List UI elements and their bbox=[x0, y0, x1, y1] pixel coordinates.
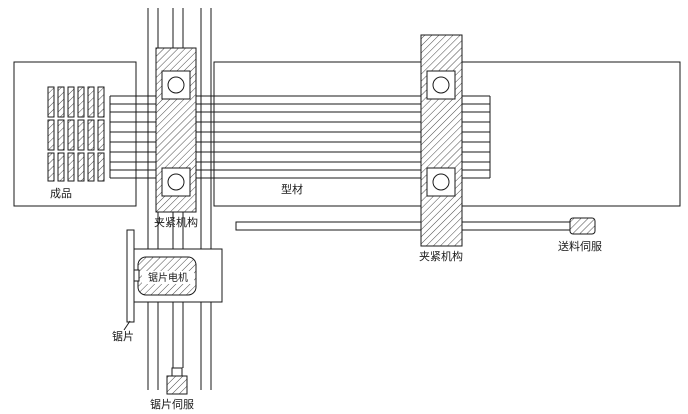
bearing-hole bbox=[167, 76, 185, 94]
finished-product-stack bbox=[47, 86, 105, 182]
bearing-block bbox=[161, 167, 191, 197]
product-bar bbox=[77, 119, 85, 151]
product-bar bbox=[87, 152, 95, 182]
saw-blade-leader-line bbox=[123, 320, 131, 331]
label-saw-motor: 锯片电机 bbox=[148, 271, 188, 284]
label-saw-blade: 锯片 bbox=[112, 329, 134, 343]
saw-motor-label-plate bbox=[142, 271, 194, 284]
product-bar bbox=[97, 86, 105, 118]
feed-screw bbox=[235, 221, 571, 231]
product-bar bbox=[87, 119, 95, 151]
label-feed-servo: 送料伺服 bbox=[558, 239, 602, 253]
product-bar bbox=[67, 86, 75, 118]
product-bar bbox=[47, 152, 55, 182]
bearing-hole bbox=[432, 173, 450, 191]
product-bar bbox=[97, 119, 105, 151]
left-clamp bbox=[155, 47, 197, 213]
product-bar bbox=[67, 119, 75, 151]
feed-servo-motor bbox=[569, 217, 596, 235]
bearing-hole bbox=[167, 173, 185, 191]
right-clamp bbox=[420, 34, 463, 247]
bearing-hole bbox=[432, 76, 450, 94]
saw-servo bbox=[166, 367, 188, 395]
product-bar bbox=[77, 152, 85, 182]
label-saw-servo: 锯片伺服 bbox=[150, 397, 194, 411]
output-table bbox=[13, 61, 137, 207]
product-bar bbox=[87, 86, 95, 118]
label-right-clamp: 夹紧机构 bbox=[419, 249, 463, 263]
product-bar bbox=[47, 119, 55, 151]
saw-servo-motor bbox=[166, 375, 188, 395]
label-left-clamp: 夹紧机构 bbox=[154, 215, 198, 229]
product-bar bbox=[57, 152, 65, 182]
product-bar bbox=[47, 86, 55, 118]
label-profile: 型材 bbox=[281, 182, 303, 196]
right-clamp-body bbox=[420, 34, 463, 247]
saw-blade bbox=[126, 229, 135, 323]
saw-servo-coupling bbox=[171, 367, 183, 377]
product-bar bbox=[67, 152, 75, 182]
product-bar bbox=[97, 152, 105, 182]
saw-assembly bbox=[123, 229, 223, 331]
label-finished-product: 成品 bbox=[50, 187, 72, 200]
product-bar bbox=[57, 119, 65, 151]
product-bar bbox=[77, 86, 85, 118]
product-bar bbox=[57, 86, 65, 118]
